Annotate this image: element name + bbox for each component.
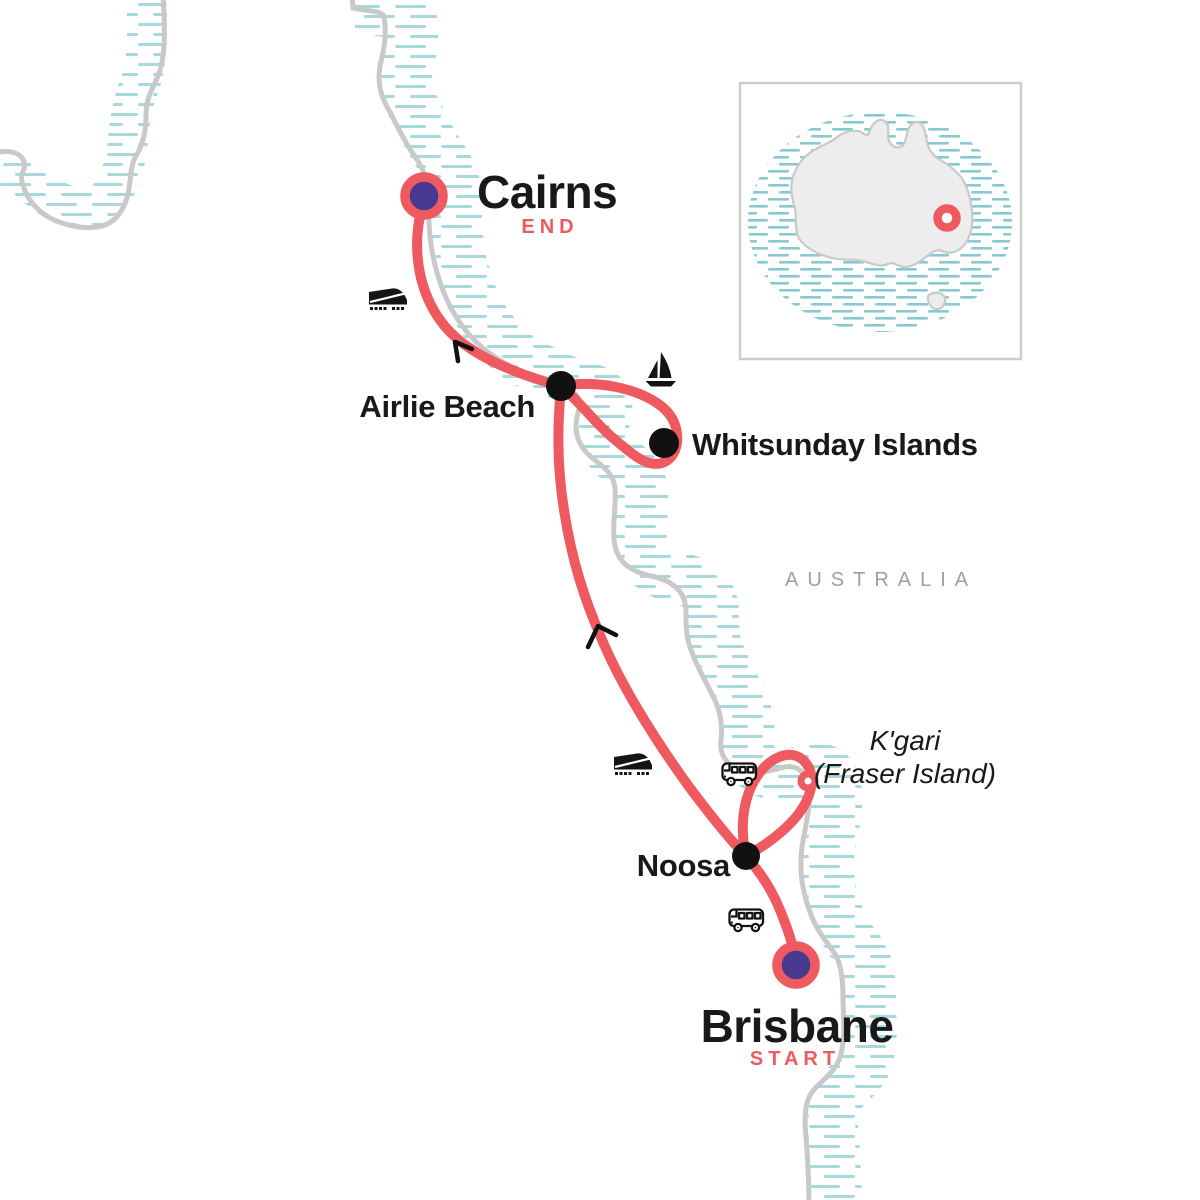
whitsunday-islands-label: Whitsunday Islands <box>692 427 978 462</box>
australia-region-label: AUSTRALIA <box>785 569 978 591</box>
kgari-label: K'gari (Fraser Island) <box>780 724 1030 790</box>
location-dot-icon <box>933 204 961 232</box>
brisbane-start-marker <box>772 941 820 989</box>
route-direction-chevrons <box>452 339 619 650</box>
cairns-end-marker <box>400 172 448 220</box>
stop-markers <box>400 172 820 989</box>
route-airlie-whitsunday-loop <box>556 378 683 469</box>
gulf-coast-path <box>0 0 167 231</box>
kgari-label-line1: K'gari <box>869 725 941 756</box>
inset-australia-shape <box>790 118 974 269</box>
australia-inset-map <box>738 81 1023 361</box>
coast-hatch-band <box>353 0 897 1200</box>
sailboat-icon <box>645 352 676 387</box>
brisbane-start-tag: START <box>749 1048 841 1070</box>
route-noosa-kgari-loop <box>737 749 817 861</box>
cairns-end-tag: END <box>521 216 579 238</box>
inset-tasmania-shape <box>926 291 947 311</box>
gulf-coastline <box>0 0 168 231</box>
train-icon <box>612 752 654 777</box>
noosa-label: Noosa <box>636 848 731 883</box>
bus-icon <box>728 908 765 933</box>
cairns-label: Cairns <box>477 166 618 218</box>
airlie-beach-marker <box>546 371 576 401</box>
route-noosa-airlie <box>553 381 751 861</box>
gulf-hatch-band <box>0 0 168 228</box>
airlie-beach-label: Airlie Beach <box>359 389 535 424</box>
chevron-icon <box>452 339 475 364</box>
brisbane-label: Brisbane <box>700 1000 894 1052</box>
chevron-icon <box>585 623 619 650</box>
whitsunday-marker <box>649 428 679 458</box>
route-airlie-cairns <box>412 191 566 391</box>
noosa-marker <box>732 842 760 870</box>
kgari-label-line2: (Fraser Island) <box>813 758 997 790</box>
kgari-side-trip-marker <box>797 770 819 792</box>
train-icon <box>367 287 409 312</box>
